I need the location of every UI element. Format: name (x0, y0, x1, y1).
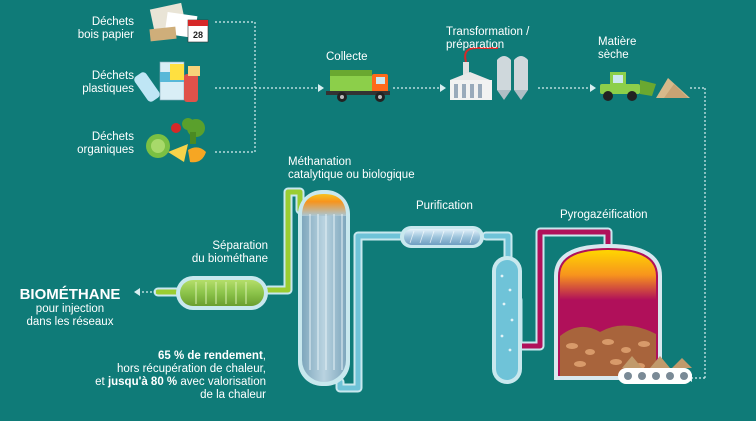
garbage-truck-icon (326, 70, 390, 102)
yield-line3-pre: et (95, 376, 108, 388)
yield-line1: 65 % de rendement, (78, 350, 266, 363)
yield-line3: et jusqu'à 80 % avec valorisation (78, 376, 266, 389)
step-methanation-line2: catalytique ou biologique (288, 169, 415, 181)
yield-line2: hors récupération de chaleur, (117, 363, 266, 375)
step-methanation-label: Méthanation catalytique ou biologique (288, 156, 415, 182)
methanation-reactor (298, 190, 350, 386)
waste-plastic-line1: Déchets (91, 70, 134, 82)
step-dry-matter-label: Matière sèche (598, 36, 636, 62)
step-collection-label: Collecte (326, 51, 368, 63)
step-methanation-line1: Méthanation (288, 156, 352, 168)
waste-organic-label: Déchets organiques (60, 131, 134, 157)
waste-organic-line1: Déchets (91, 131, 134, 143)
yield-rate-bold: 65 % de rendement (157, 350, 263, 362)
waste-wood-paper-line2: bois papier (77, 29, 134, 41)
plastic-waste-icon (134, 61, 200, 102)
wood-paper-waste-icon: 28 (149, 2, 209, 43)
waste-wood-paper-label: Déchets bois papier (60, 16, 134, 42)
step-transformation-label: Transformation / préparation (446, 26, 529, 52)
output-line1: pour injection (35, 303, 105, 315)
yield-line4: de la chaleur (200, 389, 266, 401)
step-separation-label: Séparation du biométhane (176, 240, 268, 266)
wheel-loader-icon (600, 72, 690, 101)
waste-plastic-line2: plastiques (82, 83, 134, 95)
biomethane-separator (176, 276, 268, 310)
waste-flow-lines (215, 21, 706, 379)
step-pyrogasification-label: Pyrogazéification (560, 209, 648, 221)
step-dry-matter-line2: sèche (598, 49, 629, 61)
flow-arrow-icon (318, 84, 324, 92)
waste-wood-paper-line1: Déchets (91, 16, 134, 28)
output-title: BIOMÉTHANE (19, 286, 121, 303)
output-biomethane-label: BIOMÉTHANE pour injection dans les résea… (8, 286, 132, 329)
purification-column (492, 256, 522, 384)
output-arrow-icon (134, 288, 140, 296)
yield-line3-tail: avec valorisation (177, 376, 266, 388)
yield-note: 65 % de rendement, hors récupération de … (78, 350, 266, 402)
waste-organic-line2: organiques (77, 144, 134, 156)
yield-max-bold: jusqu'à 80 % (107, 376, 178, 388)
step-dry-matter-line1: Matière (598, 36, 637, 48)
flow-arrow-icon (590, 84, 596, 92)
step-separation-line2: du biométhane (191, 253, 268, 265)
step-transformation-line2: préparation (446, 39, 505, 51)
step-separation-line1: Séparation (212, 240, 268, 252)
flow-arrow-icon (440, 84, 446, 92)
yield-line1-tail: , (262, 350, 266, 362)
step-purification-label: Purification (416, 200, 473, 212)
step-transformation-line1: Transformation / (446, 26, 530, 38)
waste-plastic-label: Déchets plastiques (60, 70, 134, 96)
purifier-unit (400, 226, 484, 248)
factory-icon (450, 47, 528, 100)
output-line2: dans les réseaux (26, 316, 114, 328)
organic-waste-icon (146, 118, 206, 163)
svg-text:28: 28 (193, 30, 203, 40)
pyrogasification-reactor (554, 243, 662, 380)
conveyor-icon (618, 356, 692, 384)
